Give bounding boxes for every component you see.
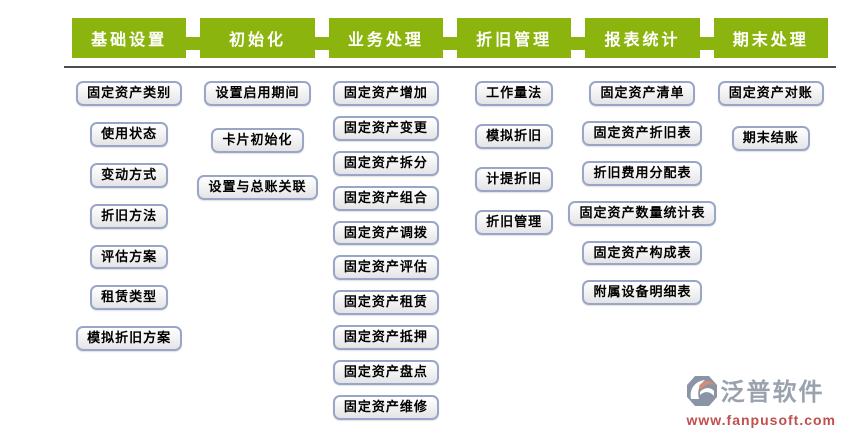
column-basic-settings: 固定资产类别使用状态变动方式折旧方法评估方案租赁类型模拟折旧方案	[72, 81, 186, 352]
module-box[interactable]: 固定资产折旧表	[582, 120, 703, 146]
module-box[interactable]: 折旧方法	[90, 203, 169, 229]
module-box[interactable]: 设置启用期间	[204, 81, 311, 106]
column-business-processing: 固定资产增加固定资产变更固定资产拆分固定资产组合固定资产调拨固定资产评估固定资产…	[329, 81, 443, 420]
module-box[interactable]: 设置与总账关联	[197, 174, 318, 200]
module-box[interactable]: 固定资产变更	[332, 115, 439, 141]
module-box[interactable]: 固定资产清单	[589, 81, 696, 106]
module-box[interactable]: 期末结账	[731, 125, 810, 151]
header-divider	[64, 66, 836, 68]
brand-watermark: 泛普软件 www.fanpusoft.com	[685, 375, 836, 427]
fanpu-logo-icon	[685, 375, 719, 411]
column-period-end-processing: 固定资产对账期末结账	[714, 81, 828, 151]
module-box[interactable]: 使用状态	[90, 121, 169, 147]
tab-initialization[interactable]: 初始化	[200, 18, 315, 58]
module-map: 基础设置初始化业务处理折旧管理报表统计期末处理 固定资产类别使用状态变动方式折旧…	[64, 18, 836, 420]
tab-connector	[442, 37, 457, 50]
module-box[interactable]: 计提折旧	[475, 166, 554, 192]
column-depreciation-management: 工作量法模拟折旧计提折旧折旧管理	[457, 81, 571, 235]
module-box[interactable]: 固定资产拆分	[332, 150, 439, 176]
module-box[interactable]: 附属设备明细表	[582, 280, 703, 306]
column-report-statistics: 固定资产清单固定资产折旧表折旧费用分配表固定资产数量统计表固定资产构成表附属设备…	[568, 81, 717, 306]
module-box[interactable]: 模拟折旧	[475, 123, 554, 149]
module-box[interactable]: 固定资产类别	[76, 81, 183, 106]
tab-connector	[571, 37, 586, 50]
module-box[interactable]: 固定资产盘点	[332, 360, 439, 386]
columns-row: 固定资产类别使用状态变动方式折旧方法评估方案租赁类型模拟折旧方案设置启用期间卡片…	[64, 81, 836, 420]
tabs-row: 基础设置初始化业务处理折旧管理报表统计期末处理	[64, 18, 836, 58]
tab-connector	[699, 37, 714, 50]
module-box[interactable]: 固定资产组合	[332, 185, 439, 211]
module-box[interactable]: 租赁类型	[90, 285, 169, 311]
module-box[interactable]: 固定资产构成表	[582, 240, 703, 266]
module-box[interactable]: 模拟折旧方案	[76, 326, 183, 352]
module-box[interactable]: 固定资产调拨	[332, 220, 439, 246]
brand-url: www.fanpusoft.com	[686, 412, 836, 428]
module-box[interactable]: 变动方式	[90, 162, 169, 188]
module-box[interactable]: 卡片初始化	[211, 127, 304, 153]
tab-business-processing[interactable]: 业务处理	[328, 18, 443, 58]
module-box[interactable]: 折旧管理	[475, 209, 554, 235]
column-initialization: 设置启用期间卡片初始化设置与总账关联	[197, 81, 318, 200]
module-box[interactable]: 固定资产增加	[332, 81, 439, 106]
module-box[interactable]: 固定资产评估	[332, 255, 439, 281]
module-box[interactable]: 固定资产抵押	[332, 325, 439, 351]
tab-period-end-processing[interactable]: 期末处理	[713, 18, 828, 58]
tab-connector	[186, 37, 201, 50]
brand-name: 泛普软件	[720, 379, 825, 406]
tab-depreciation-management[interactable]: 折旧管理	[456, 18, 572, 58]
module-box[interactable]: 工作量法	[475, 81, 554, 106]
module-box[interactable]: 折旧费用分配表	[582, 160, 703, 186]
module-box[interactable]: 固定资产维修	[332, 395, 439, 420]
brand-top: 泛普软件	[685, 375, 825, 411]
module-box[interactable]: 固定资产对账	[717, 81, 824, 106]
module-box[interactable]: 固定资产租赁	[332, 290, 439, 316]
module-box[interactable]: 评估方案	[90, 244, 169, 270]
tab-report-statistics[interactable]: 报表统计	[585, 18, 700, 58]
module-box[interactable]: 固定资产数量统计表	[568, 200, 717, 226]
tab-basic-settings[interactable]: 基础设置	[72, 18, 187, 58]
tab-connector	[314, 37, 329, 50]
